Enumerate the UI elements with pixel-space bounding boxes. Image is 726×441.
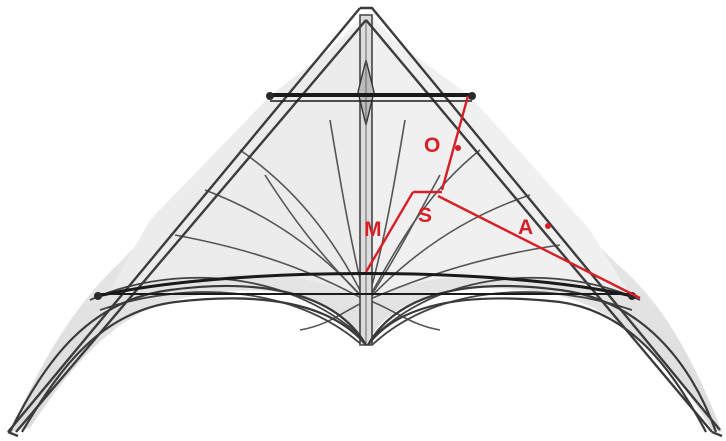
label-o: O <box>424 134 440 157</box>
marker-a <box>545 223 551 229</box>
label-a: A <box>518 216 533 239</box>
marker-o <box>455 145 461 151</box>
center-spine <box>358 15 374 345</box>
label-s: S <box>418 204 432 227</box>
label-m: M <box>364 218 382 241</box>
sail-panel-left <box>110 20 367 300</box>
